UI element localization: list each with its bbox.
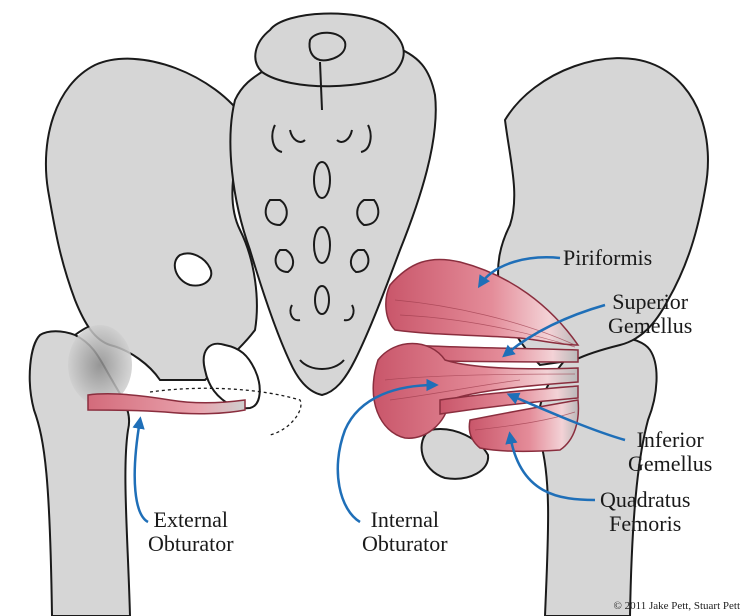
internal-obturator-label: Internal Obturator	[362, 507, 448, 556]
internal-obturator-muscle	[372, 342, 579, 439]
external-obturator-muscle	[87, 393, 246, 415]
superior-gemellus-arrow	[502, 303, 606, 358]
inferior-gemellus-label: Inferior Gemellus	[628, 427, 713, 476]
quadratus-femoris-arrow	[505, 431, 596, 502]
internal-obturator-arrow	[336, 378, 439, 524]
left-hip-shadow	[68, 325, 132, 405]
piriformis-muscle	[385, 258, 580, 346]
external-obturator-label: External Obturator	[148, 507, 234, 556]
quadratus-femoris-label: Quadratus Femoris	[600, 487, 691, 536]
external-obturator-arrow	[132, 416, 149, 524]
copyright-notice: © 2011 Jake Pett, Stuart Pett	[613, 600, 741, 612]
pelvis-bone	[44, 12, 709, 480]
piriformis-arrow	[477, 256, 561, 289]
piriformis-label: Piriformis	[563, 245, 653, 270]
inferior-gemellus-arrow	[506, 392, 626, 442]
label-arrows	[132, 256, 626, 524]
superior-gemellus-label: Superior Gemellus	[608, 289, 693, 338]
